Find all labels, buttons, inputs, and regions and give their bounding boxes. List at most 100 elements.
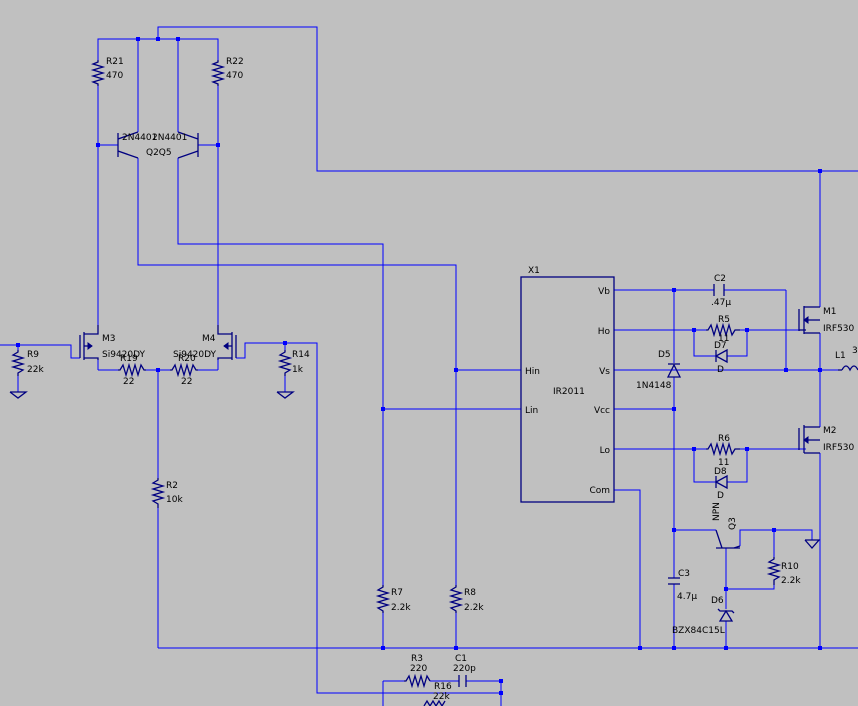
component-r20[interactable]: R20 22 bbox=[178, 354, 196, 387]
x1-model: IR2011 bbox=[553, 387, 585, 397]
x1-pin-vs: Vs bbox=[599, 367, 610, 377]
l1-value: 3 bbox=[852, 346, 858, 356]
component-m3[interactable]: M3 Si9420DY bbox=[102, 334, 146, 360]
component-c3[interactable]: C3 4.7µ bbox=[677, 569, 697, 602]
r19-ref: R19 bbox=[120, 354, 138, 364]
r10-ref: R10 bbox=[781, 562, 799, 572]
component-d7[interactable]: D7 D bbox=[714, 341, 727, 375]
r3-ref: R3 bbox=[411, 654, 423, 664]
r22-ref: R22 bbox=[226, 57, 244, 67]
component-q3[interactable]: NPN Q3 bbox=[712, 502, 738, 530]
x1-pin-hin: Hin bbox=[525, 367, 540, 377]
r21-ref: R21 bbox=[106, 57, 124, 67]
m3-ref: M3 bbox=[102, 334, 116, 344]
r5-ref: R5 bbox=[718, 315, 730, 325]
d6-model: BZX84C15L bbox=[672, 626, 725, 636]
junctions bbox=[16, 37, 822, 695]
r2-value: 10k bbox=[166, 495, 183, 505]
d7-model: D bbox=[717, 365, 724, 375]
component-r16[interactable]: R16 22k bbox=[433, 682, 452, 702]
c3-ref: C3 bbox=[678, 569, 690, 579]
r14-ref: R14 bbox=[292, 350, 310, 360]
q5-model: 2N4401 bbox=[152, 133, 187, 143]
component-m2[interactable]: M2 IRF530 bbox=[823, 426, 855, 453]
component-x1[interactable]: X1 IR2011 Hin Lin Vb Ho Vs Vcc Lo Com bbox=[525, 266, 610, 496]
x1-ref: X1 bbox=[528, 266, 540, 276]
q3-ref: Q3 bbox=[728, 517, 738, 530]
r22-value: 470 bbox=[226, 71, 243, 81]
component-r9[interactable]: R9 22k bbox=[27, 350, 44, 375]
r10-value: 2.2k bbox=[781, 576, 801, 586]
d5-model: 1N4148 bbox=[636, 381, 672, 391]
component-r2[interactable]: R2 10k bbox=[166, 481, 183, 505]
component-r21[interactable]: R21 470 bbox=[106, 57, 124, 81]
d5-ref: D5 bbox=[658, 350, 671, 360]
component-r14[interactable]: R14 1k bbox=[292, 350, 310, 375]
r9-ref: R9 bbox=[27, 350, 39, 360]
m2-ref: M2 bbox=[823, 426, 837, 436]
x1-pin-com: Com bbox=[589, 486, 610, 496]
r7-value: 2.2k bbox=[391, 603, 411, 613]
q2q5-ref: Q2Q5 bbox=[146, 148, 172, 158]
r20-ref: R20 bbox=[178, 354, 196, 364]
m3-model: Si9420DY bbox=[102, 350, 146, 360]
l1-ref: L1 bbox=[835, 351, 846, 361]
wires bbox=[0, 26, 858, 706]
d6-ref: D6 bbox=[711, 596, 724, 606]
c2-value: .47µ bbox=[711, 298, 731, 308]
r14-value: 1k bbox=[292, 365, 304, 375]
d8-model: D bbox=[717, 491, 724, 501]
x1-pin-lin: Lin bbox=[525, 406, 538, 416]
component-r6[interactable]: R6 11 bbox=[718, 434, 730, 468]
symbols bbox=[9, 60, 858, 706]
m1-ref: M1 bbox=[823, 307, 837, 317]
x1-pin-ho: Ho bbox=[598, 327, 611, 337]
r9-value: 22k bbox=[27, 365, 44, 375]
component-d8[interactable]: D8 D bbox=[714, 467, 727, 501]
d7-ref: D7 bbox=[714, 341, 727, 351]
component-r10[interactable]: R10 2.2k bbox=[781, 562, 801, 586]
r7-ref: R7 bbox=[391, 588, 403, 598]
c1-ref: C1 bbox=[455, 654, 467, 664]
m4-ref: M4 bbox=[202, 334, 216, 344]
component-c1[interactable]: C1 220p bbox=[453, 654, 476, 674]
d8-ref: D8 bbox=[714, 467, 727, 477]
component-r3[interactable]: R3 220 bbox=[410, 654, 427, 674]
x1-pin-vb: Vb bbox=[598, 287, 610, 297]
c3-value: 4.7µ bbox=[677, 592, 697, 602]
component-c2[interactable]: C2 .47µ bbox=[711, 274, 731, 308]
component-d5[interactable]: D5 1N4148 bbox=[636, 350, 672, 391]
r6-value: 11 bbox=[718, 458, 729, 468]
r5-value: 11 bbox=[718, 334, 729, 344]
component-d6[interactable]: D6 BZX84C15L bbox=[672, 596, 725, 636]
r19-value: 22 bbox=[123, 377, 134, 387]
r16-value: 22k bbox=[433, 692, 450, 702]
component-r5[interactable]: R5 11 bbox=[718, 315, 730, 344]
r3-value: 220 bbox=[410, 664, 427, 674]
r8-ref: R8 bbox=[464, 588, 476, 598]
r6-ref: R6 bbox=[718, 434, 730, 444]
component-l1[interactable]: L1 3 bbox=[835, 346, 858, 361]
component-r8[interactable]: R8 2.2k bbox=[464, 588, 484, 613]
component-m1[interactable]: M1 IRF530 bbox=[823, 307, 855, 334]
component-m4[interactable]: M4 Si9420DY bbox=[173, 334, 217, 360]
q2-model: 2N4401 bbox=[122, 133, 157, 143]
m4-model: Si9420DY bbox=[173, 350, 217, 360]
component-r19[interactable]: R19 22 bbox=[120, 354, 138, 387]
c1-value: 220p bbox=[453, 664, 476, 674]
r16-ref: R16 bbox=[434, 682, 452, 692]
component-q2q5[interactable]: 2N4401 2N4401 Q2Q5 bbox=[122, 133, 187, 158]
r21-value: 470 bbox=[106, 71, 123, 81]
m1-model: IRF530 bbox=[823, 324, 855, 334]
component-r22[interactable]: R22 470 bbox=[226, 57, 244, 81]
r20-value: 22 bbox=[181, 377, 192, 387]
component-r7[interactable]: R7 2.2k bbox=[391, 588, 411, 613]
c2-ref: C2 bbox=[714, 274, 726, 284]
q3-model: NPN bbox=[712, 502, 722, 521]
r2-ref: R2 bbox=[166, 481, 178, 491]
x1-pin-vcc: Vcc bbox=[594, 406, 610, 416]
r8-value: 2.2k bbox=[464, 603, 484, 613]
x1-pin-lo: Lo bbox=[600, 446, 611, 456]
m2-model: IRF530 bbox=[823, 443, 855, 453]
